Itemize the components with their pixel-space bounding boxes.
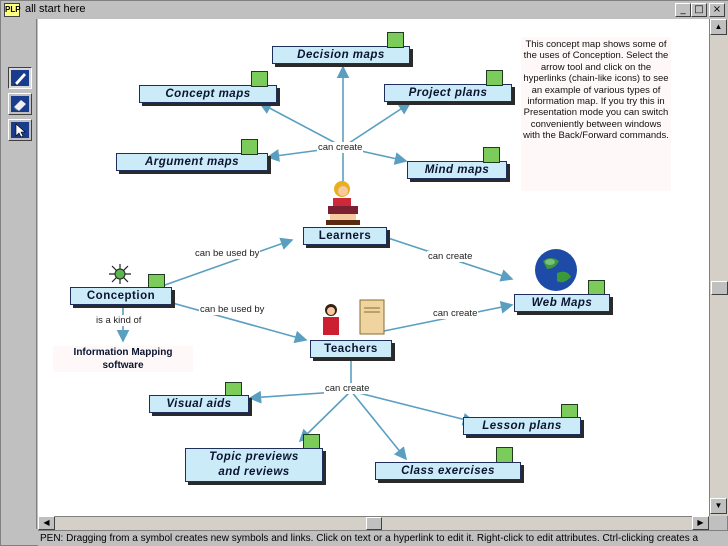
- pen-icon: [11, 70, 29, 86]
- node-label: Visual aids: [166, 398, 232, 410]
- close-button[interactable]: ×: [709, 3, 725, 17]
- hyperlink-chain-icon[interactable]: [486, 70, 503, 86]
- horizontal-scroll-thumb[interactable]: [365, 517, 382, 530]
- node-conception[interactable]: Conception: [70, 287, 172, 305]
- title-bar[interactable]: PLP all start here _ □ ×: [1, 1, 728, 19]
- link-label-can-create[interactable]: can create: [432, 308, 479, 319]
- node-label: Mind maps: [424, 164, 490, 176]
- node-argument-maps[interactable]: Argument maps: [116, 153, 268, 171]
- node-web-maps[interactable]: Web Maps: [514, 294, 610, 312]
- vertical-scrollbar[interactable]: ▲ ▼: [709, 19, 728, 516]
- node-label: Web Maps: [531, 297, 593, 309]
- hyperlink-chain-icon[interactable]: [251, 71, 268, 87]
- teacher-figure-icon: [323, 304, 339, 335]
- link-label-can-be-used-by[interactable]: can be used by: [194, 248, 261, 259]
- status-bar: PEN: Dragging from a symbol creates new …: [38, 530, 728, 546]
- scroll-up-button[interactable]: ▲: [710, 19, 727, 35]
- window-title: all start here: [25, 3, 86, 15]
- node-label: Lesson plans: [482, 420, 562, 432]
- eraser-icon: [11, 96, 29, 112]
- link-label-can-create[interactable]: can create: [317, 142, 364, 153]
- horizontal-scrollbar[interactable]: ◀ ▶: [38, 516, 709, 530]
- eraser-tool-button[interactable]: [8, 93, 32, 115]
- tool-palette: [1, 19, 37, 529]
- globe-icon: [535, 249, 577, 291]
- node-learners[interactable]: Learners: [303, 227, 387, 245]
- node-lesson-plans[interactable]: Lesson plans: [463, 417, 581, 435]
- minimize-button[interactable]: _: [675, 3, 691, 17]
- node-label: Class exercises: [401, 465, 495, 477]
- link-label-can-create[interactable]: can create: [324, 383, 371, 394]
- node-class-exercises[interactable]: Class exercises: [375, 462, 521, 480]
- node-label: Decision maps: [297, 49, 385, 61]
- link-label-can-be-used-by[interactable]: can be used by: [199, 304, 266, 315]
- pen-tool-button[interactable]: [8, 67, 32, 89]
- hyperlink-chain-icon[interactable]: [483, 147, 500, 163]
- node-decision-maps[interactable]: Decision maps: [272, 46, 410, 64]
- node-label: Learners: [318, 230, 372, 242]
- learner-figure-icon: [326, 181, 360, 225]
- arrow-tool-button[interactable]: [8, 119, 32, 141]
- node-label: Conception: [86, 290, 156, 302]
- hyperlink-chain-icon[interactable]: [241, 139, 258, 155]
- link-label-can-create[interactable]: can create: [427, 251, 474, 262]
- scroll-right-button[interactable]: ▶: [692, 516, 709, 530]
- conception-logo-icon: [109, 264, 131, 284]
- info-note[interactable]: This concept map shows some of the uses …: [521, 37, 671, 191]
- node-concept-maps[interactable]: Concept maps: [139, 85, 277, 103]
- map-canvas[interactable]: Decision maps Concept maps Project plans…: [38, 19, 709, 516]
- node-information-mapping-software[interactable]: Information Mapping software: [53, 346, 193, 372]
- node-mind-maps[interactable]: Mind maps: [407, 161, 507, 179]
- node-label: Project plans: [408, 87, 488, 99]
- scroll-down-button[interactable]: ▼: [710, 498, 727, 514]
- arrow-pointer-icon: [11, 122, 29, 138]
- node-topic-previews[interactable]: Topic previews and reviews: [185, 448, 323, 482]
- hyperlink-chain-icon[interactable]: [387, 32, 404, 48]
- app-icon[interactable]: PLP: [4, 3, 21, 17]
- node-visual-aids[interactable]: Visual aids: [149, 395, 249, 413]
- node-project-plans[interactable]: Project plans: [384, 84, 512, 102]
- node-label: Concept maps: [165, 88, 251, 100]
- node-teachers[interactable]: Teachers: [310, 340, 392, 358]
- hyperlink-chain-icon[interactable]: [496, 447, 513, 463]
- vertical-scroll-thumb[interactable]: [711, 281, 728, 295]
- link-label-is-a-kind-of[interactable]: is a kind of: [95, 315, 143, 326]
- node-label: Topic previews and reviews: [209, 451, 299, 478]
- node-label: Argument maps: [144, 156, 240, 168]
- scroll-left-button[interactable]: ◀: [38, 516, 55, 530]
- node-label: Teachers: [324, 343, 378, 355]
- maximize-button[interactable]: □: [691, 3, 707, 17]
- book-icon: [359, 299, 385, 335]
